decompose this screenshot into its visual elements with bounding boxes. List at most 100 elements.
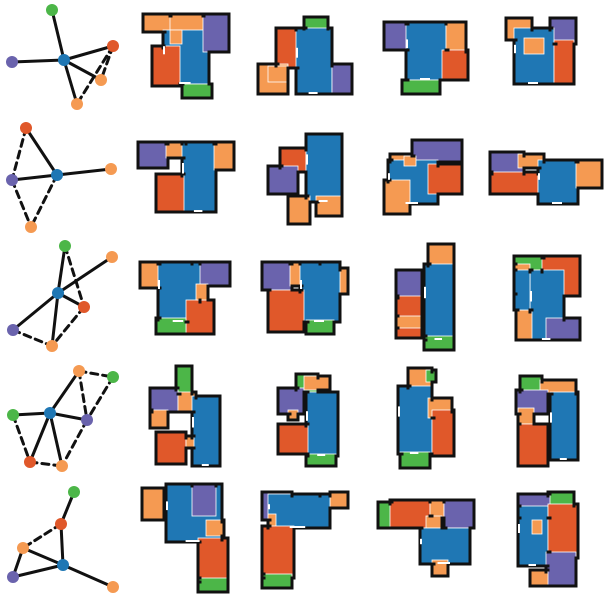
graph-edge-dashed [10, 126, 28, 182]
floorplan-layout-3-4 [512, 254, 582, 342]
graph-node-bath [46, 340, 58, 352]
floorplan-layout-2-4 [488, 150, 604, 206]
floorplan-layout-1-3 [382, 20, 470, 96]
floorplan-outline [376, 498, 476, 578]
graph-node-bath [73, 365, 85, 377]
graph-edge-solid [56, 255, 114, 295]
room-bath [267, 65, 289, 83]
floorplan-outline [276, 372, 340, 468]
graph-node-entrance [46, 4, 58, 16]
graph-node-bedroom [55, 518, 67, 530]
floorplan-layout-4-3 [396, 366, 456, 470]
room-living [305, 133, 343, 203]
graph-edge-dashed [29, 173, 59, 229]
floorplan-layout-1-4 [504, 16, 578, 86]
room-bath [139, 261, 161, 289]
room-bath [403, 155, 417, 167]
room-kitchen [267, 165, 299, 195]
room-bath [425, 515, 443, 529]
graph-node-entrance [7, 409, 19, 421]
graph-edge-solid [48, 369, 81, 415]
room-bath [395, 315, 423, 329]
graph-edge-solid [10, 173, 59, 182]
room-bath [195, 283, 209, 301]
room-bath [383, 179, 411, 215]
room-entrance [399, 451, 431, 469]
floorplan-outline [140, 482, 230, 594]
graph-edge-solid [11, 563, 65, 579]
graph-node-living [57, 559, 69, 571]
graph-edge-solid [21, 546, 65, 567]
room-kitchen [545, 551, 577, 587]
room-living [397, 385, 433, 455]
floorplan-outline [382, 20, 470, 96]
floorplan-layout-5-1 [140, 482, 230, 594]
graph-3 [7, 240, 118, 352]
room-kitchen [383, 21, 409, 51]
graph-node-entrance [68, 486, 80, 498]
graph-edge-solid [11, 411, 52, 417]
room-bath [142, 13, 172, 33]
floorplan-layout-3-3 [394, 242, 456, 352]
floorplan-layout-5-2 [260, 490, 350, 590]
room-kitchen [443, 499, 475, 529]
room-bath [329, 491, 349, 509]
graph-node-bath [17, 542, 29, 554]
room-bedroom [547, 503, 579, 559]
room-living [191, 395, 221, 467]
floorplan-layout-5-4 [516, 490, 580, 588]
graph-edge-solid [59, 522, 65, 567]
graph-1 [6, 4, 119, 110]
room-kitchen [137, 141, 169, 169]
room-bedroom [267, 289, 305, 333]
floorplan-layout-1-2 [256, 15, 354, 96]
room-bedroom [261, 525, 295, 579]
room-living [537, 159, 579, 205]
floorplan-layout-5-3 [376, 498, 476, 578]
graph-node-bedroom [78, 301, 90, 313]
room-bath [531, 519, 543, 535]
graph-node-entrance [107, 371, 119, 383]
room-kitchen [261, 261, 293, 291]
graph-node-bath [107, 581, 119, 593]
room-entrance [181, 83, 213, 99]
room-bath [287, 195, 311, 225]
room-bath [141, 487, 165, 521]
room-living [405, 21, 447, 81]
room-living [419, 527, 471, 565]
floorplan-layout-2-2 [266, 132, 344, 226]
graph-node-kitchen [7, 571, 19, 583]
graph-node-bath [25, 221, 37, 233]
floorplan-outline [260, 260, 350, 336]
graph-node-bath [95, 74, 107, 86]
graph-node-bath [71, 98, 83, 110]
room-bath [575, 159, 603, 189]
room-bedroom [389, 499, 431, 529]
floorplan-outline [396, 366, 456, 470]
room-bath [445, 21, 467, 53]
room-living [513, 269, 531, 311]
graph-node-kitchen [7, 324, 19, 336]
graph-edge-dashed [11, 413, 32, 464]
floorplan-outline [488, 150, 604, 206]
floorplan-outline [266, 132, 344, 226]
graph-edge-dashed [63, 244, 86, 309]
floorplan-outline [260, 490, 350, 590]
floorplan-layout-2-1 [136, 140, 236, 214]
graph-edge-solid [50, 291, 60, 348]
graph-2 [6, 122, 117, 233]
graph-edge-solid [56, 244, 67, 295]
graph-edge-dashed [85, 375, 115, 422]
graph-edge-solid [50, 8, 66, 62]
room-bedroom [277, 423, 309, 455]
floorplan-layout-1-1 [141, 12, 231, 100]
room-bedroom [427, 163, 463, 195]
room-entrance [261, 573, 293, 589]
room-bath [213, 141, 235, 171]
floorplan-outline [512, 254, 582, 342]
graph-edge-solid [62, 58, 79, 106]
floorplan-outline [382, 138, 464, 216]
room-kitchen [395, 269, 423, 299]
graph-edge-dashed [21, 522, 63, 550]
